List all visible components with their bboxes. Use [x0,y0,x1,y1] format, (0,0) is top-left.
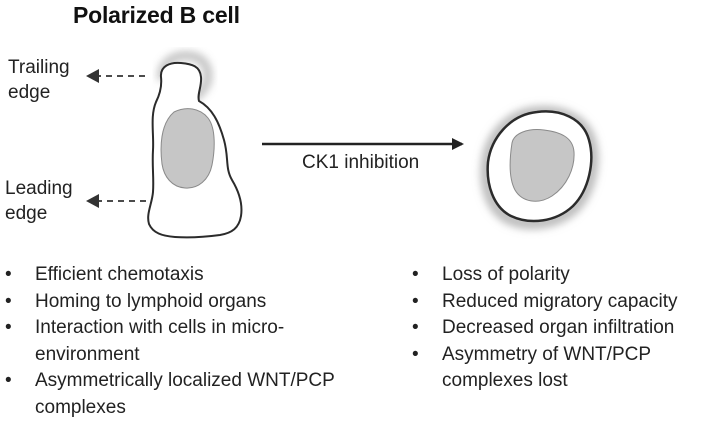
trailing-edge-arrow [86,69,145,83]
rounded-cell-nucleus [509,129,575,202]
leading-edge-label-line2: edge [5,203,48,224]
leading-edge-label-line1: Leading [5,178,73,199]
uropod-halo [157,51,213,102]
list-item: Homing to lymphoid organs [5,289,335,316]
inhibited-properties-list: Loss of polarity Reduced migratory capac… [412,262,709,395]
list-item: Loss of polarity [412,262,709,289]
list-item: Asymmetrically localized WNT/PCP complex… [5,368,335,421]
diagram-title: Polarized B cell [73,2,240,28]
leading-edge-label: Leading edge [5,176,95,226]
leading-edge-arrow [86,194,146,208]
trailing-edge-label-line2: edge [8,82,51,103]
trailing-edge-label-line1: Trailing [8,57,70,78]
polarized-cell-nucleus [160,108,215,189]
polarized-properties-list: Efficient chemotaxis Homing to lymphoid … [5,262,335,421]
ck1-inhibition-label: CK1 inhibition [302,152,420,173]
list-item: Reduced migratory capacity [412,289,709,316]
list-item: Decreased organ infiltration [412,315,709,342]
trailing-edge-label: Trailing edge [8,55,98,105]
list-item: Interaction with cells in micro-environm… [5,315,335,368]
list-item: Asymmetry of WNT/PCP complexes lost [412,342,709,395]
polarized-cell [147,51,243,239]
rounded-cell [480,105,599,230]
list-item: Efficient chemotaxis [5,262,335,289]
